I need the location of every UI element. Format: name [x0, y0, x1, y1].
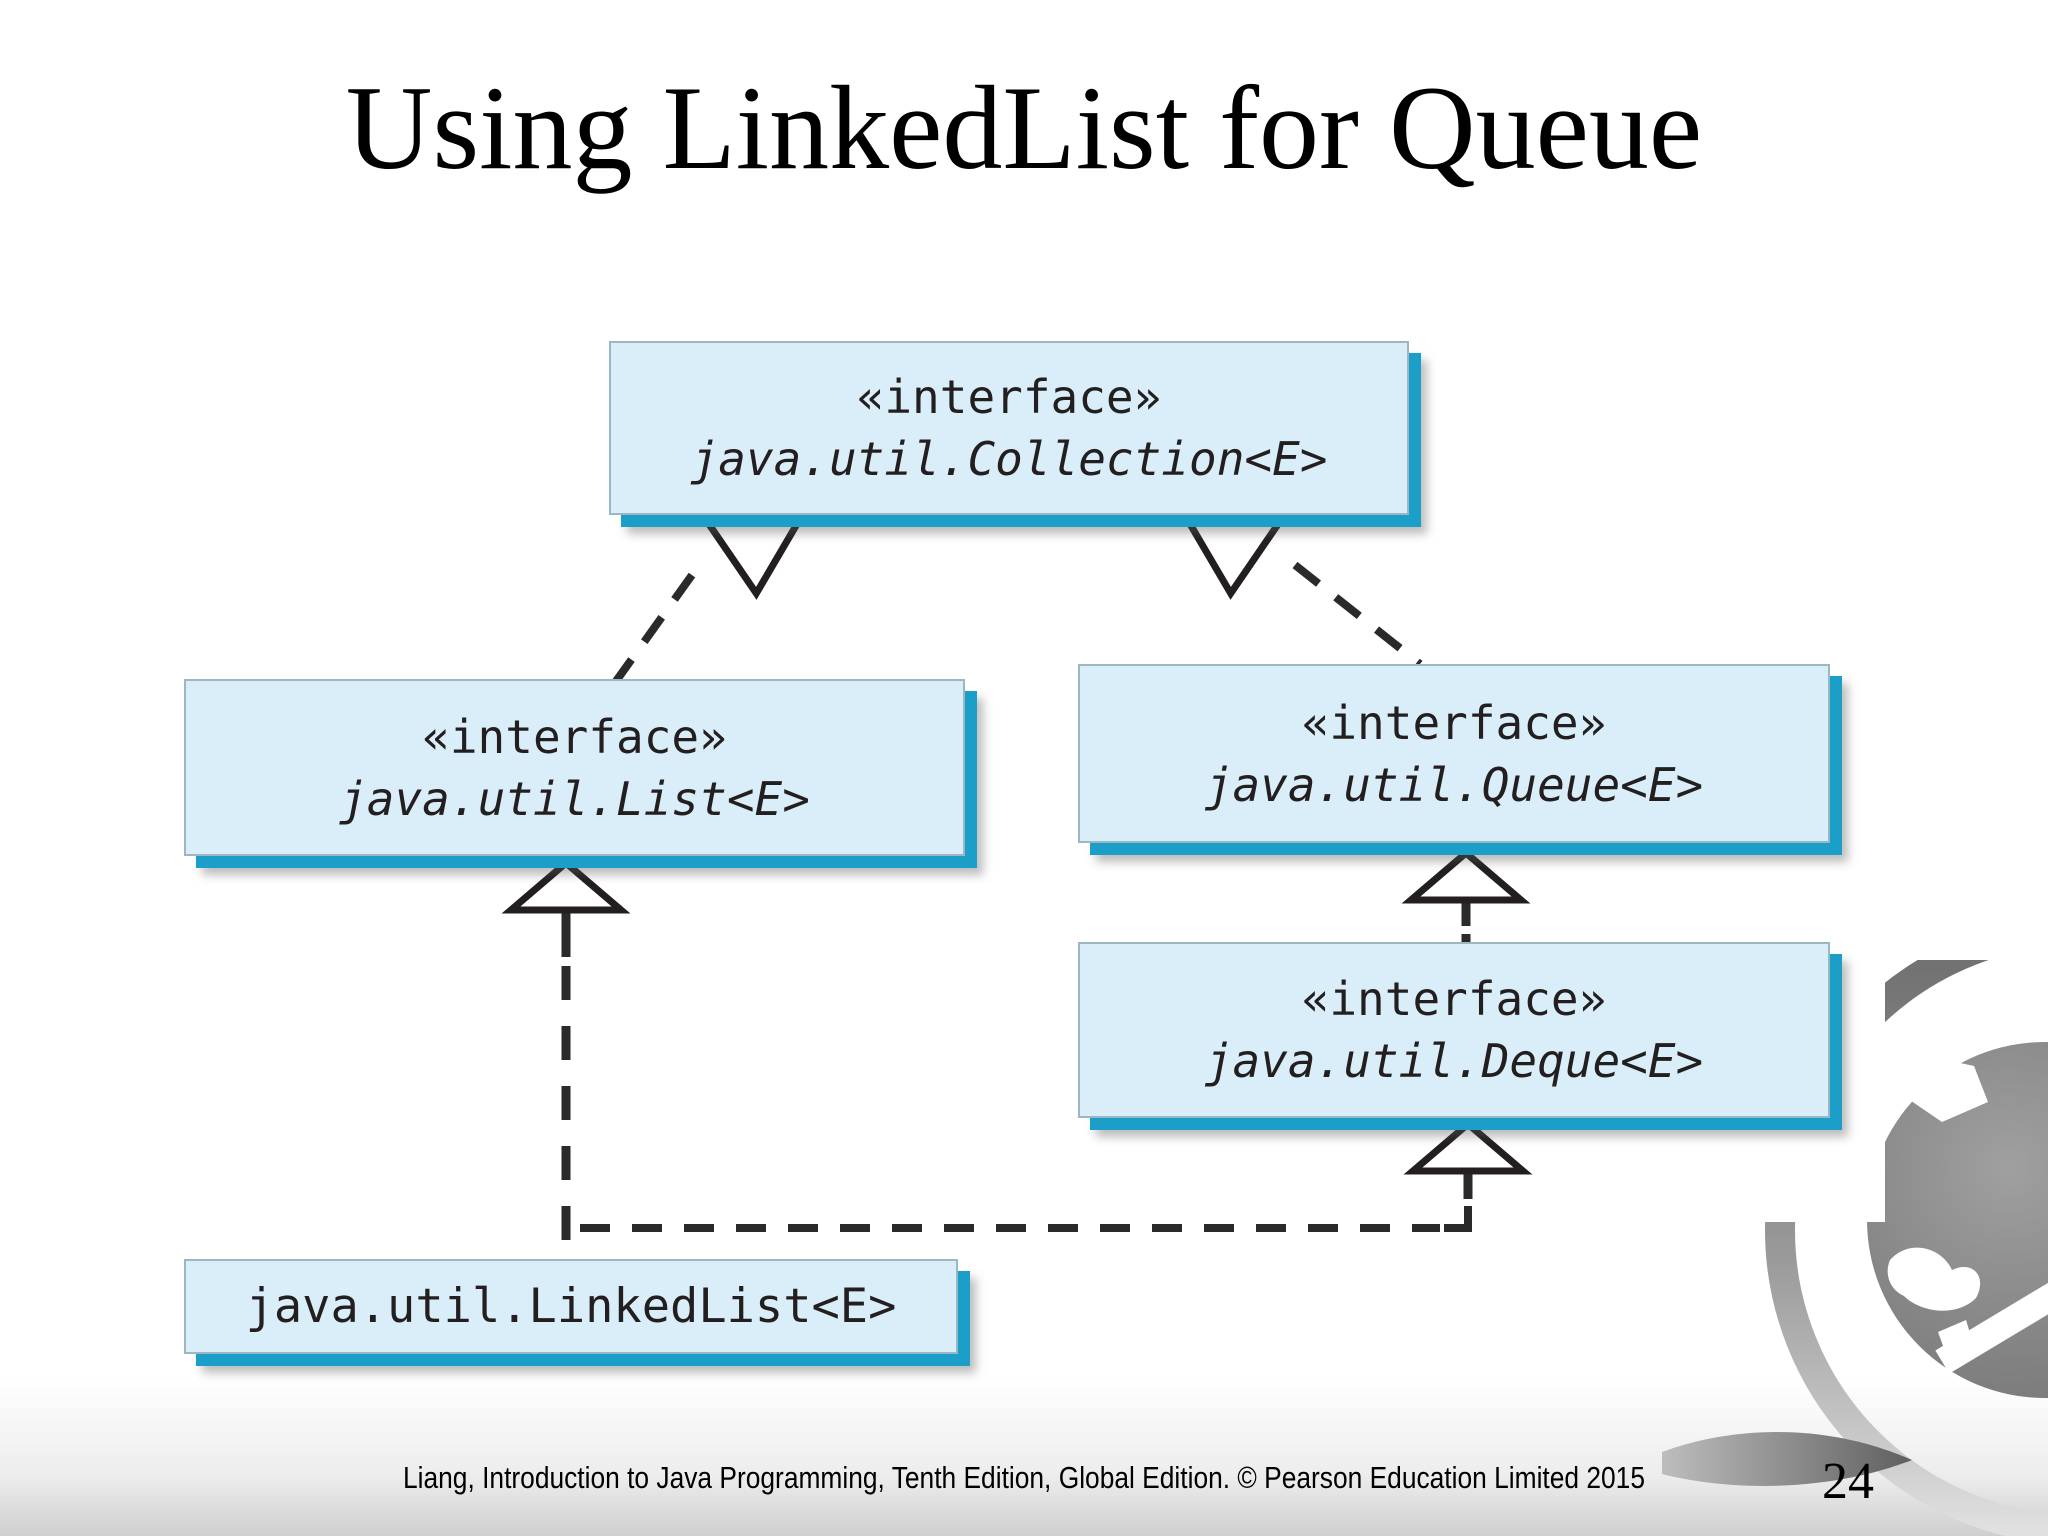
- uml-node-linkedlist: java.util.LinkedList<E>: [184, 1259, 958, 1354]
- interface-name: java.util.Queue<E>: [1204, 757, 1704, 812]
- stereotype-label: «interface»: [422, 709, 727, 764]
- interface-name: java.util.Deque<E>: [1204, 1034, 1704, 1088]
- hollow-triangle-queue: [1401, 848, 1531, 904]
- globe-landmass: [1938, 1320, 1974, 1354]
- edge-linkedlist-deque-corner: [1444, 1206, 1472, 1232]
- stereotype-label: «interface»: [1301, 695, 1607, 750]
- stereotype-label: «interface»: [1301, 972, 1607, 1026]
- uml-node-deque: «interface» java.util.Deque<E>: [1078, 942, 1830, 1118]
- edge-queue-collection: [1292, 561, 1423, 668]
- page-number: 24: [1822, 1453, 1874, 1510]
- uml-node-queue: «interface» java.util.Queue<E>: [1078, 664, 1830, 843]
- uml-node-collection: «interface» java.util.Collection<E>: [609, 341, 1409, 515]
- stereotype-label: «interface»: [856, 370, 1162, 424]
- class-name: java.util.LinkedList<E>: [245, 1278, 897, 1334]
- hollow-triangle-list: [501, 858, 631, 914]
- interface-name: java.util.List<E>: [339, 771, 810, 826]
- edge-list-collection: [610, 565, 701, 687]
- interface-name: java.util.Collection<E>: [690, 432, 1328, 486]
- globe-sphere: [1867, 1042, 2048, 1398]
- bottom-gradient: [0, 1376, 2048, 1536]
- hollow-triangle-deque: [1403, 1119, 1533, 1175]
- slide-title: Using LinkedList for Queue: [345, 61, 1703, 194]
- globe-landmass: [1887, 1247, 1981, 1311]
- uml-node-list: «interface» java.util.List<E>: [184, 679, 965, 856]
- footer-credit: Liang, Introduction to Java Programming,…: [402, 1460, 1646, 1495]
- globe-landmass: [1898, 1056, 1988, 1122]
- globe-swoosh-gap: [1935, 1221, 2048, 1374]
